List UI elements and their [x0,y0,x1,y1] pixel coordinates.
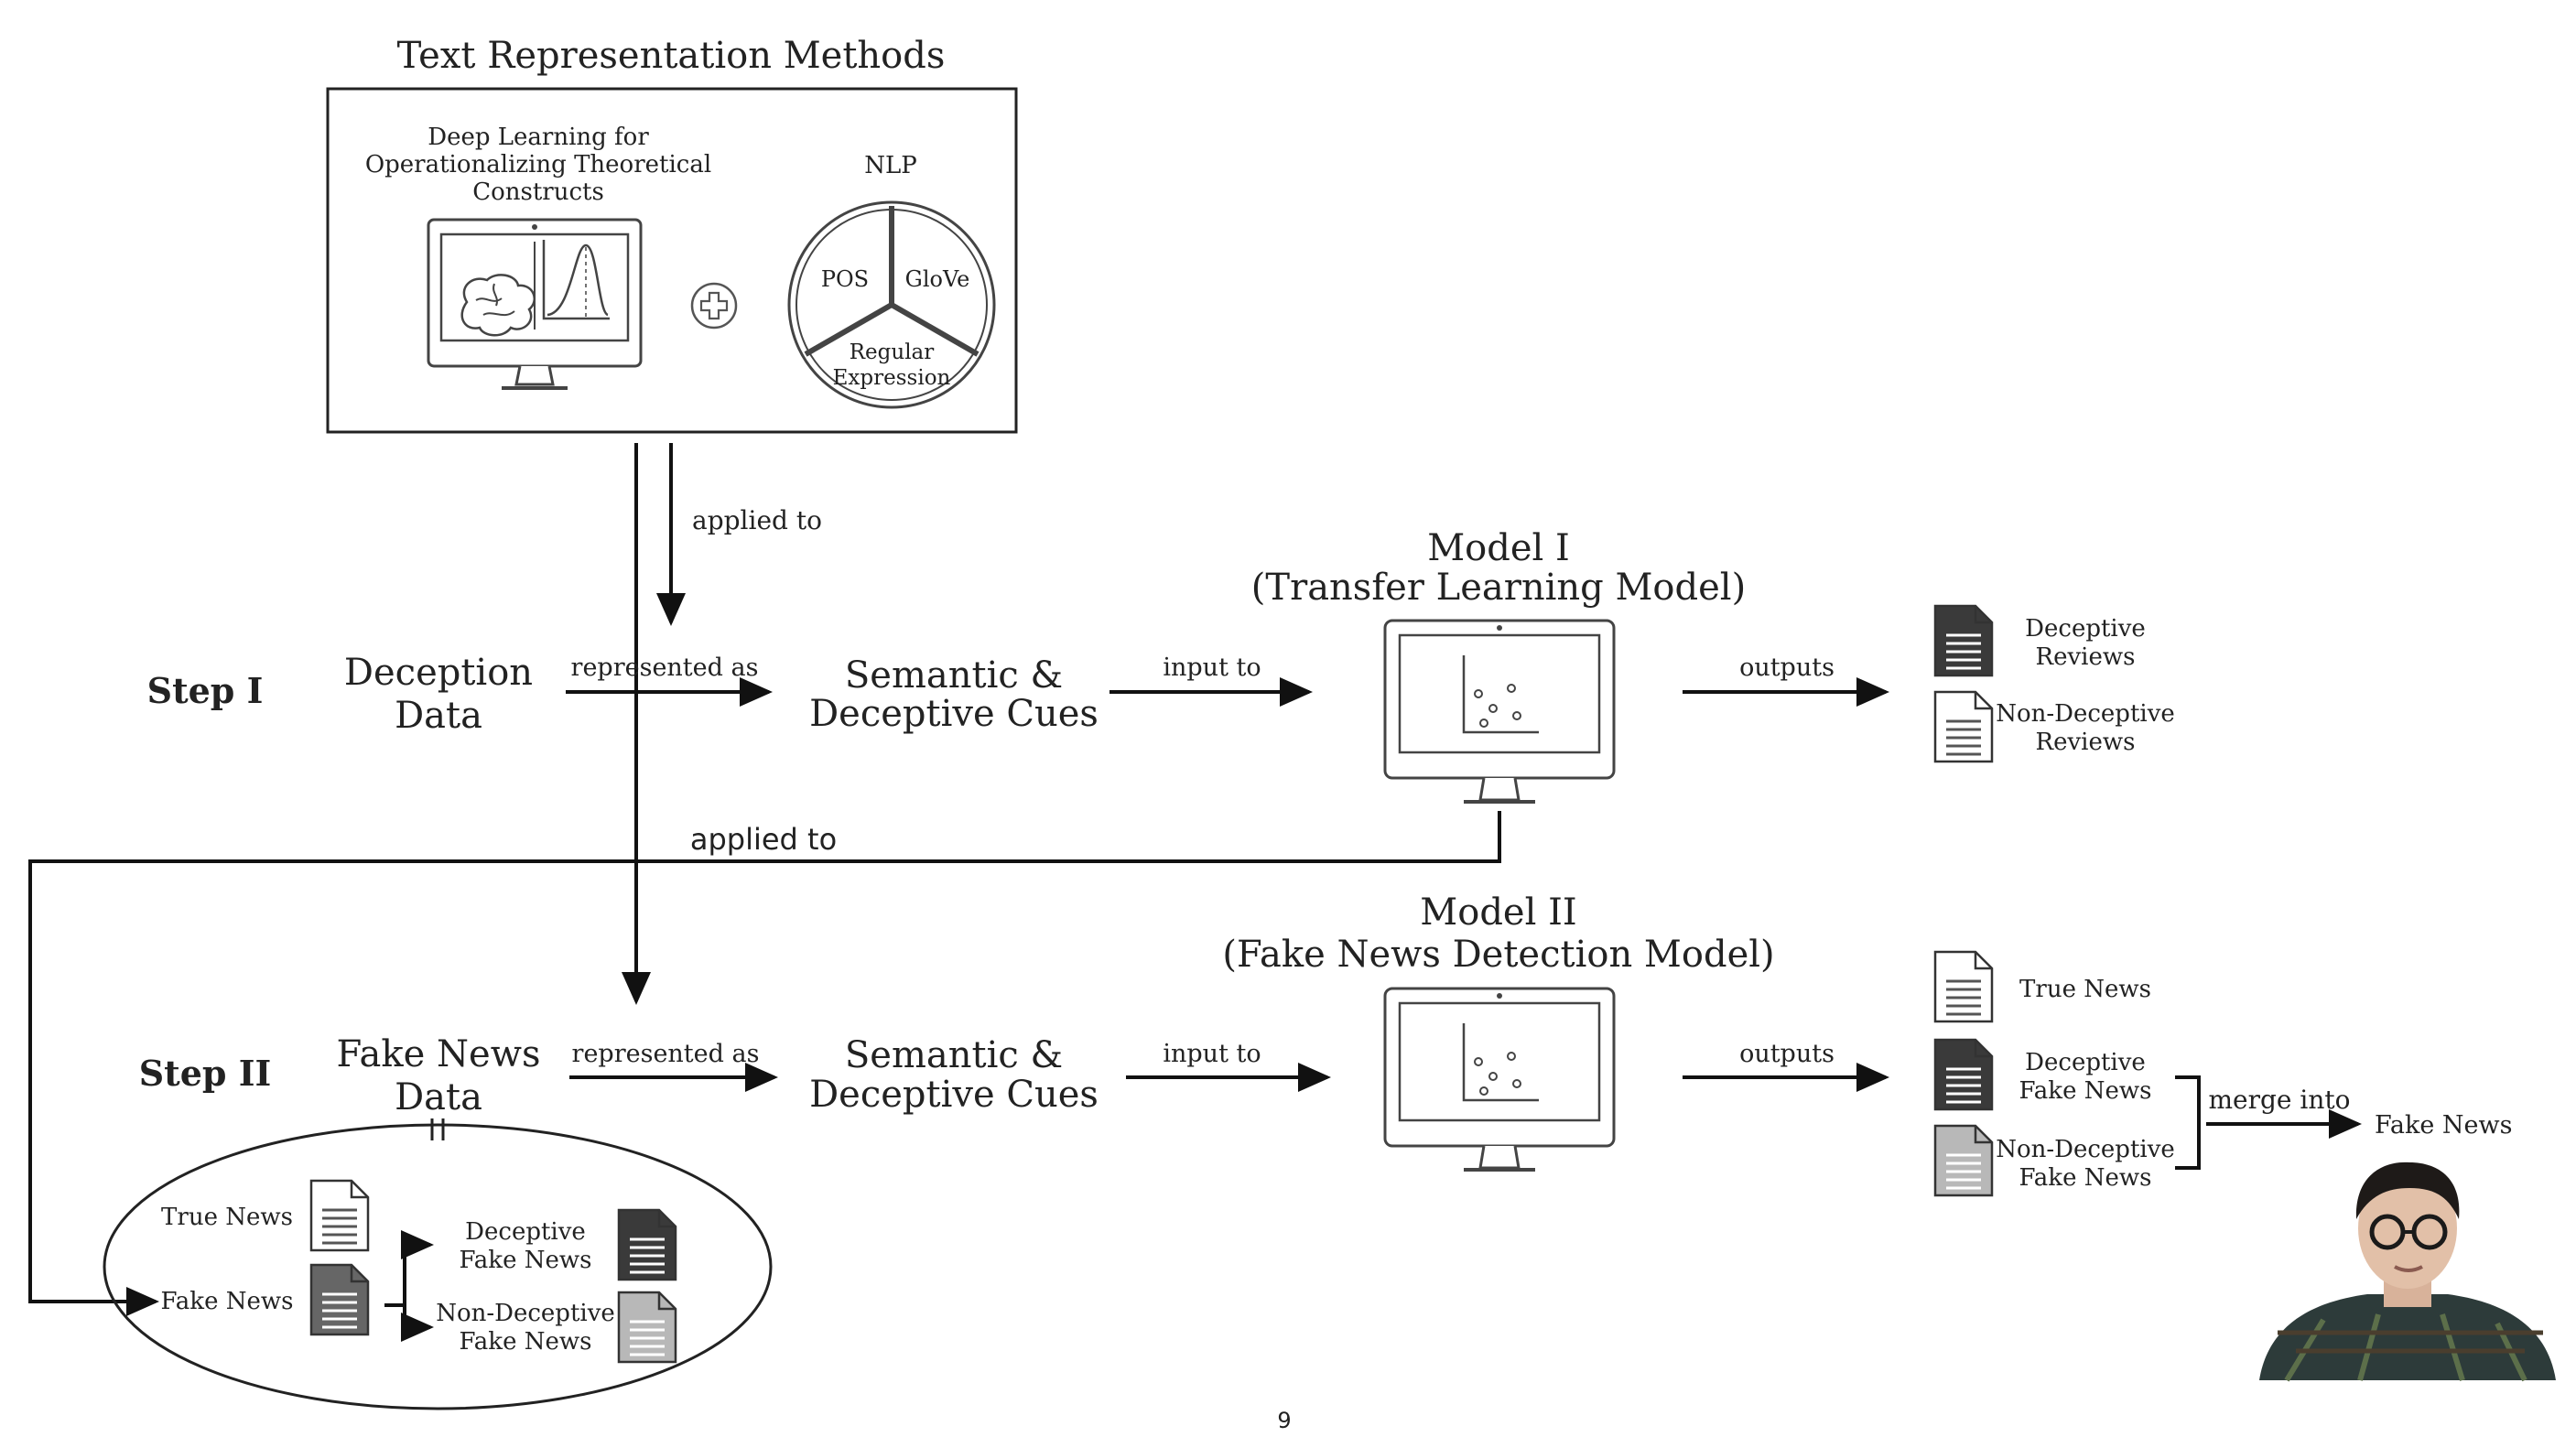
ellipse-deceptive-2: Fake News [460,1247,592,1274]
document-icon-light [1933,690,1994,763]
step1-data-line1: Deception [344,652,533,694]
document-icon-dark [1933,1038,1994,1111]
ellipse-true-news: True News [161,1204,293,1231]
fake-news-data-ellipse [103,1123,773,1410]
dl-title-line2: Operationalizing Theoretical [365,151,711,178]
model2-title-line2: (Fake News Detection Model) [1222,934,1774,976]
ellipse-deceptive-1: Deceptive [465,1218,586,1246]
output-deceptive-fake-news-2: Fake News [2019,1077,2152,1105]
ellipse-nondeceptive-1: Non-Deceptive [436,1300,615,1327]
document-icon-gray [617,1291,677,1364]
output-deceptive-reviews-1: Deceptive [2025,615,2146,643]
model2-title-line1: Model II [1420,891,1576,934]
document-icon-light [1933,950,1994,1023]
split-connector [384,1230,434,1307]
output-nondeceptive-fake-news-2: Fake News [2019,1164,2152,1192]
represented-as-label-2: represented as [572,1040,760,1068]
step1-cues-line2: Deceptive Cues [809,693,1099,735]
dl-title-line1: Deep Learning for [428,124,649,151]
pie-glove-label: GloVe [905,266,970,292]
merge-result-label: Fake News [2375,1111,2513,1140]
ellipse-nondeceptive-2: Fake News [460,1328,592,1356]
step1-data-line2: Data [395,695,482,737]
document-icon-gray [1933,1124,1994,1197]
model2-monitor-icon [1383,987,1616,1172]
connector-model1-loop [28,811,1501,1316]
output-deceptive-reviews-2: Reviews [2036,643,2136,671]
document-icon-dark [617,1208,677,1281]
model1-title-line2: (Transfer Learning Model) [1251,567,1746,609]
pie-chart-icon [787,200,996,409]
output-deceptive-fake-news-1: Deceptive [2025,1049,2146,1076]
pie-regex-label-2: Expression [833,366,951,390]
merge-into-label: merge into [2209,1085,2351,1115]
outputs-label-2: outputs [1739,1040,1835,1068]
pie-pos-label: POS [821,266,869,292]
document-icon-medium [309,1263,370,1336]
step2-cues-line2: Deceptive Cues [809,1074,1099,1116]
dl-title-line3: Constructs [472,178,604,206]
presenter-video [2259,1140,2556,1382]
input-to-label-1: input to [1163,654,1261,682]
nlp-title: NLP [864,152,917,179]
outputs-label-1: outputs [1739,654,1835,682]
output-true-news: True News [2019,976,2151,1003]
step2-data-line1: Fake News [337,1033,541,1075]
model1-monitor-icon [1383,619,1616,804]
brain-icon [460,274,536,337]
text-representation-box [326,87,1018,434]
merge-bracket [2175,1075,2201,1170]
plus-circle-icon [690,282,738,330]
applied-to-label-mid: applied to [690,822,837,857]
step2-label: Step II [139,1053,272,1094]
model1-title-line1: Model I [1427,527,1570,569]
document-icon-dark [1933,604,1994,677]
step2-cues-line1: Semantic & [845,1034,1063,1076]
step2-data-line2: Data [395,1076,482,1118]
split-connector-lower [401,1305,434,1342]
represented-as-label-1: represented as [571,654,759,682]
text-representation-title: Text Representation Methods [397,35,946,77]
page-number: 9 [1277,1408,1291,1433]
pie-regex-label-1: Regular [850,340,935,364]
output-nondeceptive-reviews-1: Non-Deceptive [1996,700,2175,728]
document-icon-light [309,1179,370,1252]
output-nondeceptive-fake-news-1: Non-Deceptive [1996,1136,2175,1163]
step1-cues-line1: Semantic & [845,654,1063,697]
bell-curve-icon [542,240,610,320]
ellipse-fake-news: Fake News [161,1288,294,1315]
step1-label: Step I [147,670,264,711]
applied-to-label-top: applied to [692,505,822,535]
input-to-label-2: input to [1163,1040,1261,1068]
output-nondeceptive-reviews-2: Reviews [2036,729,2136,756]
